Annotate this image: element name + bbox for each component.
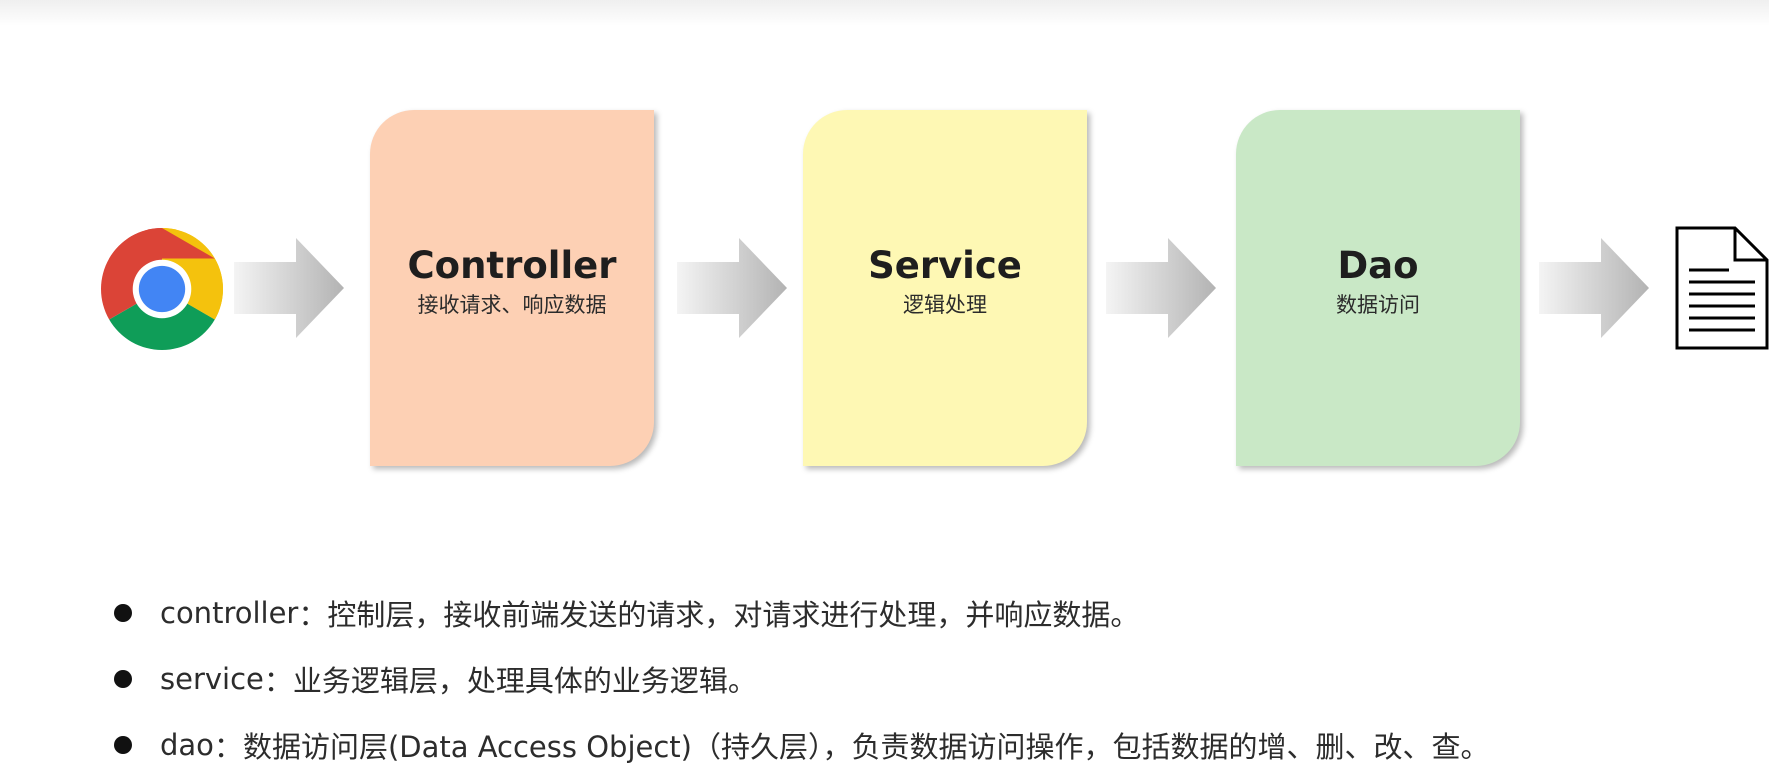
- description-item-controller: controller：控制层，接收前端发送的请求，对请求进行处理，并响应数据。: [114, 580, 1754, 646]
- description-term: controller: [160, 596, 299, 630]
- dao-title: Dao: [1337, 244, 1419, 287]
- layer-descriptions: controller：控制层，接收前端发送的请求，对请求进行处理，并响应数据。 …: [114, 580, 1754, 778]
- bullet-icon: [114, 736, 132, 754]
- flow-arrow-icon: [1106, 238, 1216, 338]
- bullet-icon: [114, 670, 132, 688]
- chrome-browser-icon: [101, 228, 223, 350]
- description-term: dao: [160, 728, 214, 762]
- description-item-service: service：业务逻辑层，处理具体的业务逻辑。: [114, 646, 1754, 712]
- description-separator: ：: [213, 730, 243, 764]
- controller-title: Controller: [407, 244, 617, 287]
- description-text: 控制层，接收前端发送的请求，对请求进行处理，并响应数据。: [327, 598, 1140, 632]
- flow-arrow-icon: [677, 238, 787, 338]
- service-layer-card: Service 逻辑处理: [803, 110, 1087, 466]
- service-title: Service: [868, 244, 1022, 287]
- top-shade: [0, 0, 1769, 26]
- service-subtitle: 逻辑处理: [903, 293, 987, 317]
- document-icon: [1675, 226, 1769, 350]
- three-layer-diagram: Controller 接收请求、响应数据 Service 逻辑处理 Dao 数据…: [101, 110, 1769, 466]
- flow-arrow-icon: [1539, 238, 1649, 338]
- controller-layer-card: Controller 接收请求、响应数据: [370, 110, 654, 466]
- dao-layer-card: Dao 数据访问: [1236, 110, 1520, 466]
- bullet-icon: [114, 604, 132, 622]
- controller-subtitle: 接收请求、响应数据: [417, 293, 607, 317]
- description-text: 业务逻辑层，处理具体的业务逻辑。: [292, 664, 757, 698]
- description-item-dao: dao：数据访问层(Data Access Object)（持久层），负责数据访…: [114, 712, 1754, 778]
- dao-subtitle: 数据访问: [1336, 293, 1420, 317]
- description-separator: ：: [298, 598, 328, 632]
- flow-arrow-icon: [234, 238, 344, 338]
- description-term: service: [160, 662, 264, 696]
- description-text: 数据访问层(Data Access Object)（持久层），负责数据访问操作，…: [242, 730, 1490, 764]
- description-separator: ：: [263, 664, 293, 698]
